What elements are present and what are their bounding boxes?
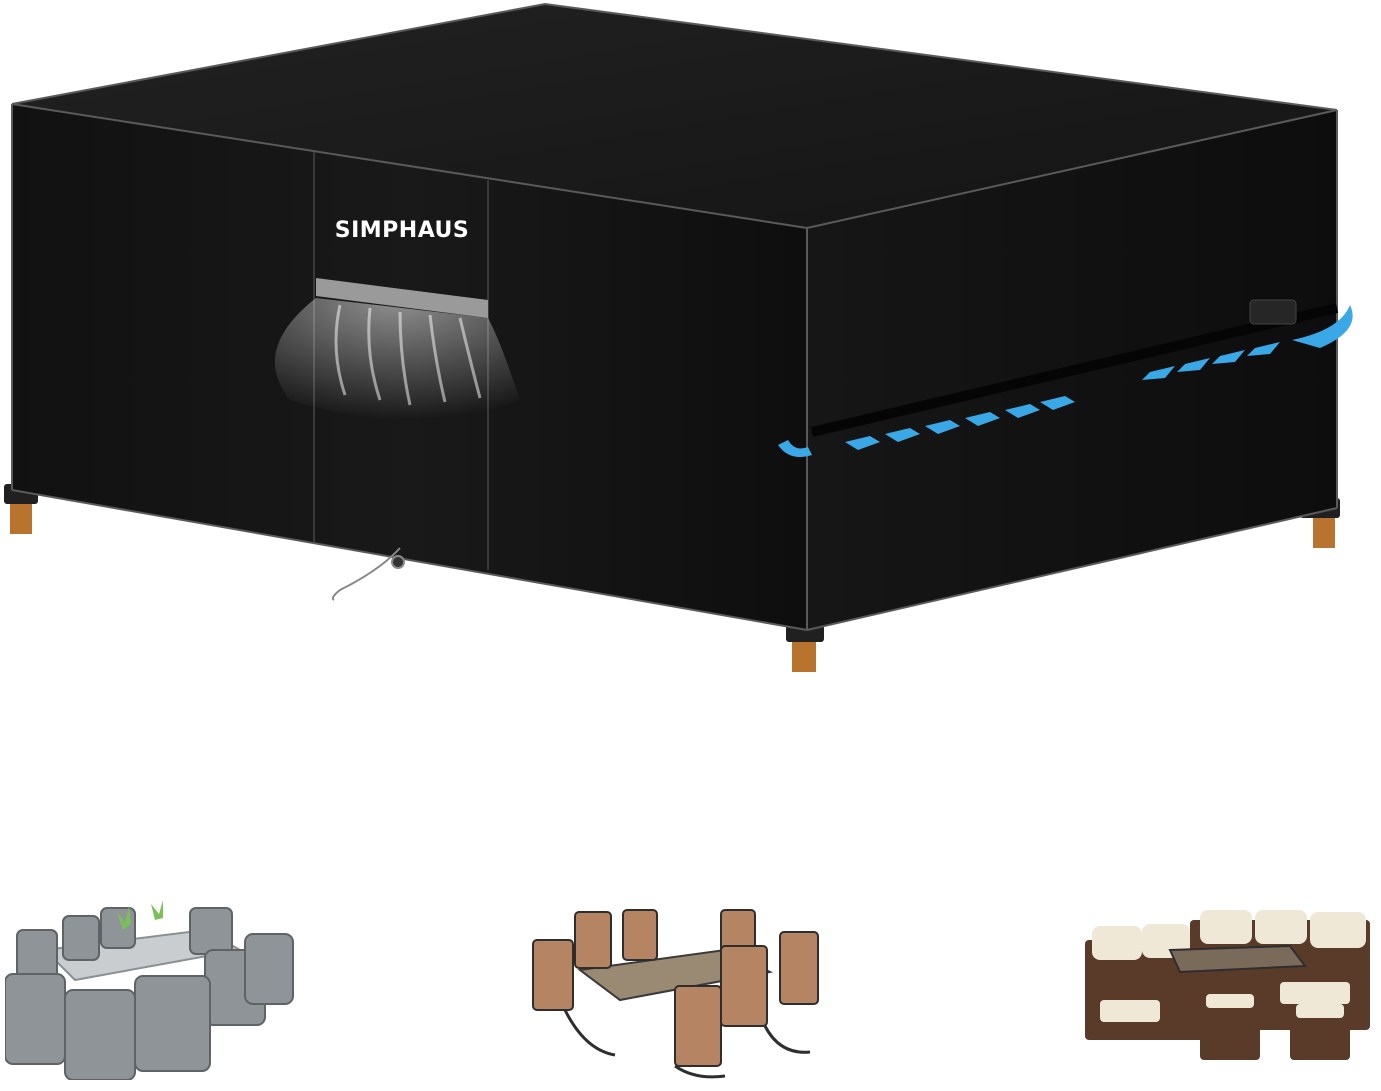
strap-arrows-left xyxy=(778,396,1075,458)
sling-dining-set-icon xyxy=(532,909,819,1079)
cover-top xyxy=(12,4,1337,228)
rattan-dining-set-icon xyxy=(5,900,294,1080)
thumbnail-rattan-dining-set xyxy=(5,890,305,1080)
cover-seams xyxy=(11,2,1338,631)
strap-arrows-right xyxy=(1142,305,1353,380)
brand-logo: SIMPHAUS xyxy=(334,217,470,243)
vent-band xyxy=(316,278,488,318)
thumbnail-corner-sofa-set xyxy=(1080,890,1380,1080)
corner-sofa-set-icon xyxy=(1085,910,1370,1060)
thumbnail-sling-dining-set xyxy=(525,890,825,1080)
furniture-cover-illustration xyxy=(4,2,1353,672)
drawcord xyxy=(331,547,405,601)
